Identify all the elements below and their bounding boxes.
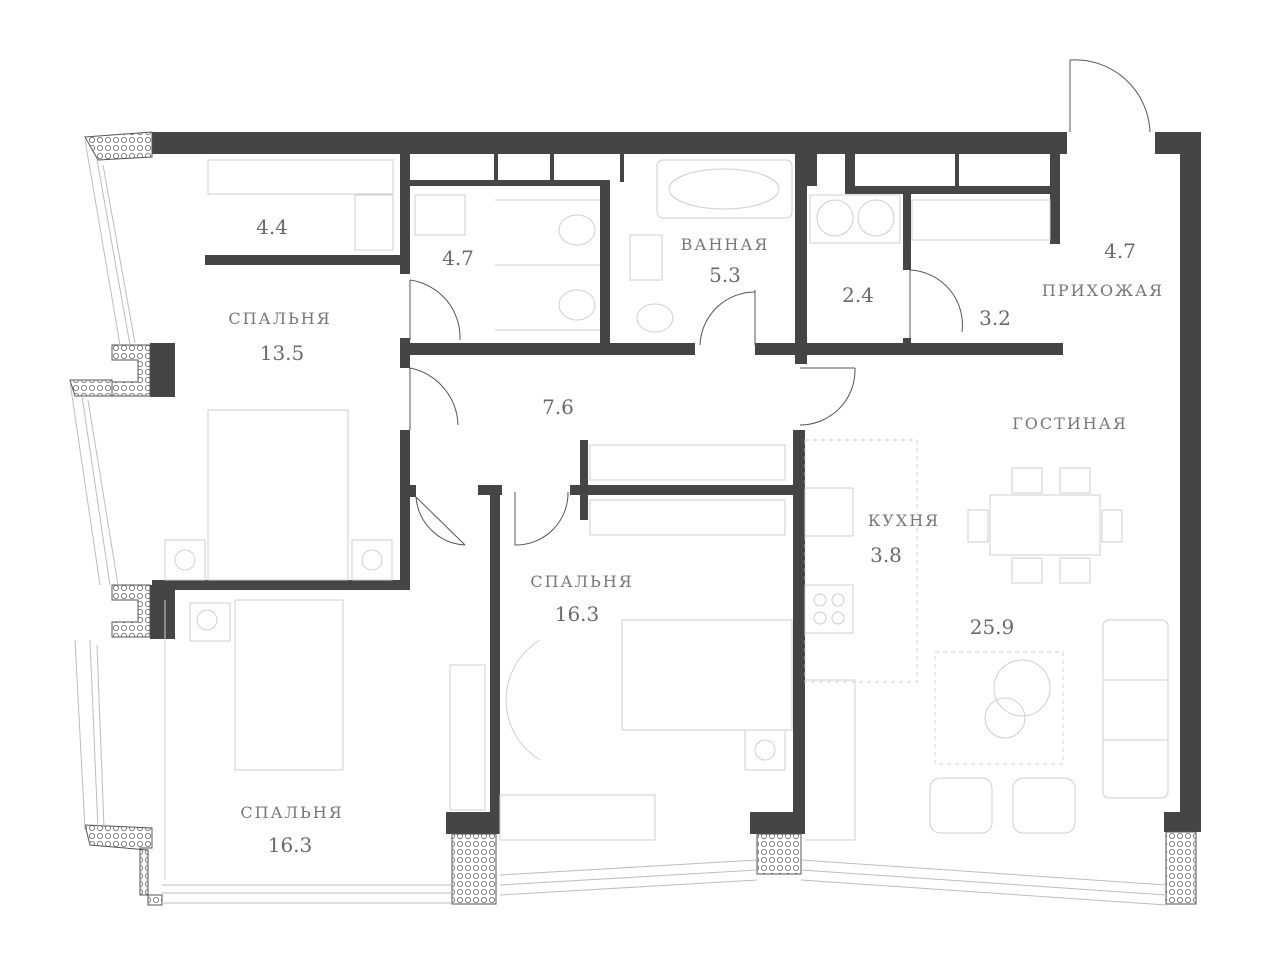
hallway-area: 4.7	[1104, 239, 1136, 263]
bedroom-3-name: СПАЛЬНЯ	[240, 803, 343, 822]
hallway-name: ПРИХОЖАЯ	[1042, 281, 1164, 300]
bedroom-2-area: 16.3	[555, 602, 600, 626]
furniture	[164, 159, 1169, 880]
bedroom-2-name: СПАЛЬНЯ	[530, 572, 633, 591]
living-name: ГОСТИНАЯ	[1012, 414, 1128, 433]
closet-1-area: 4.4	[256, 215, 288, 239]
kitchen-area: 3.8	[870, 543, 902, 567]
bedroom-1-area: 13.5	[260, 341, 305, 365]
bathroom-area: 5.3	[709, 263, 741, 287]
bedroom-1-name: СПАЛЬНЯ	[228, 309, 331, 328]
kitchen-name: КУХНЯ	[868, 511, 940, 530]
interior-walls	[152, 152, 1063, 815]
closet-2-area: 3.2	[979, 306, 1011, 330]
room-labels: 4.4 4.7 ВАННАЯ 5.3 2.4 3.2 4.7 ПРИХОЖАЯ …	[228, 215, 1164, 857]
outer-walls	[150, 132, 1201, 834]
living-area: 25.9	[970, 615, 1015, 639]
insulation	[69, 131, 1197, 906]
doors	[409, 59, 1151, 546]
bedroom-3-area: 16.3	[268, 833, 313, 857]
corridor-area: 7.6	[542, 395, 574, 419]
windows	[69, 139, 1167, 906]
bath-small-area: 4.7	[442, 246, 474, 270]
laundry-area: 2.4	[842, 283, 874, 307]
bathroom-name: ВАННАЯ	[681, 235, 770, 254]
